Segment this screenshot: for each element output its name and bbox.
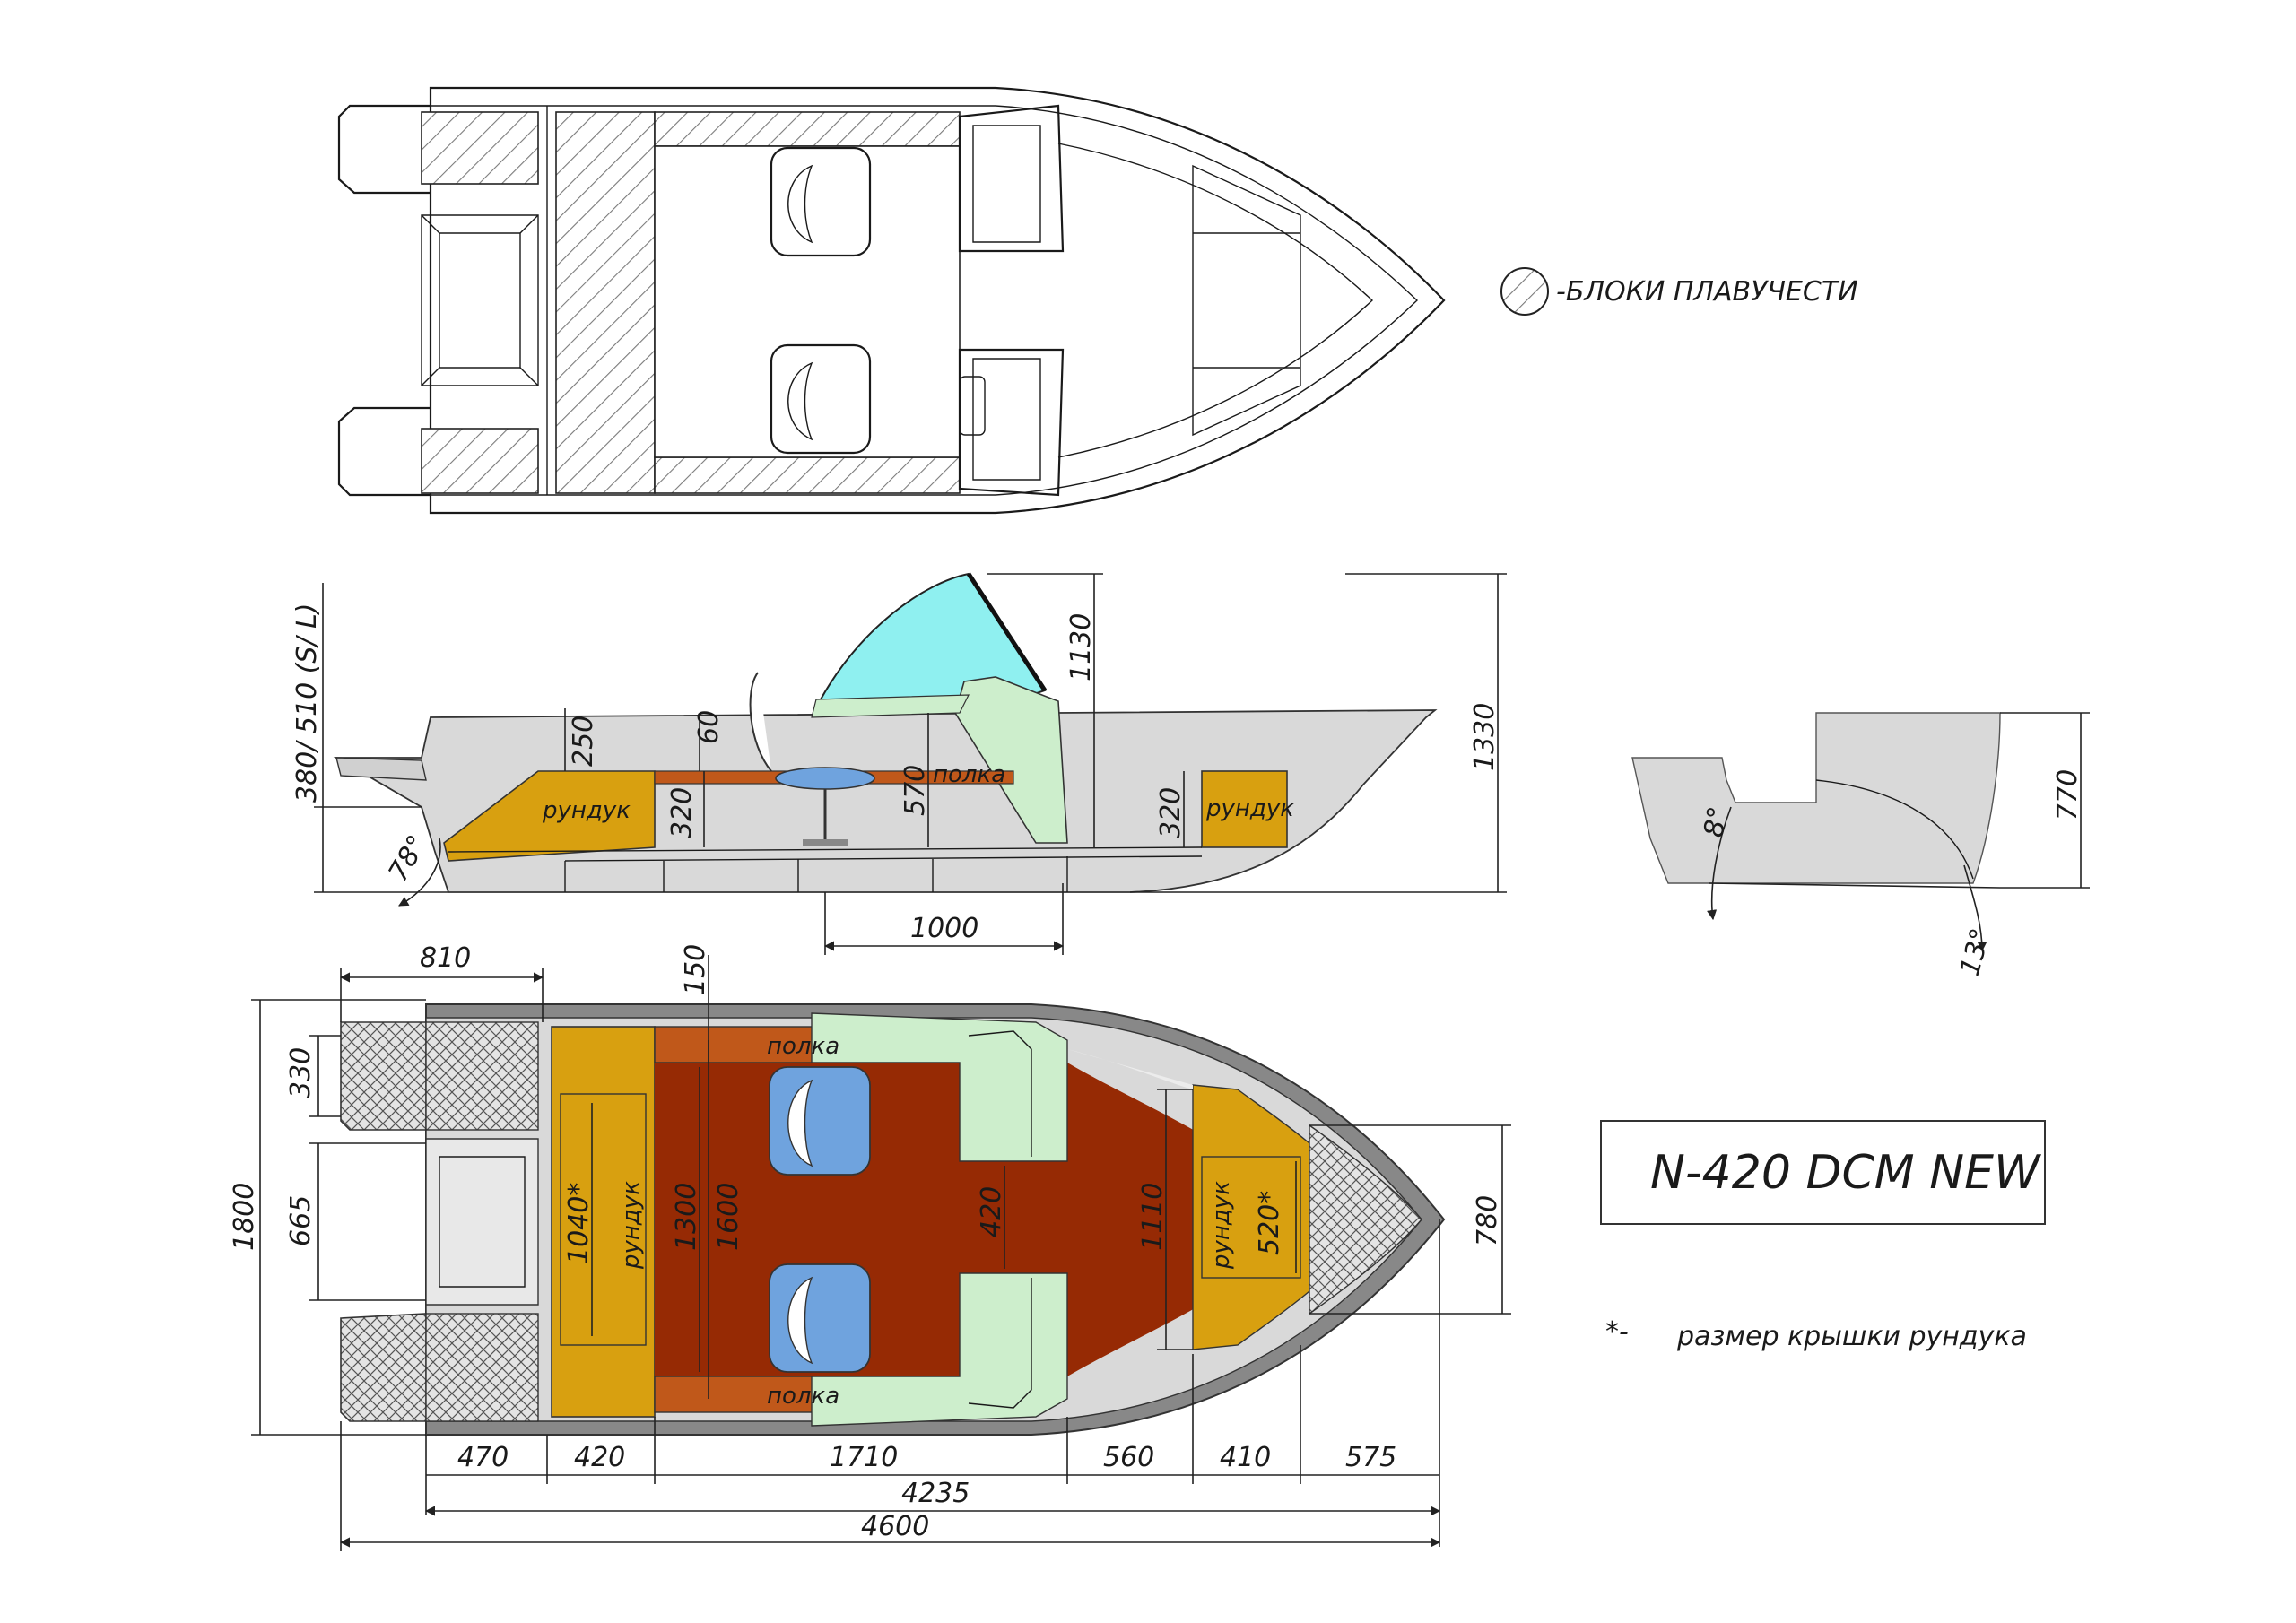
dim-250: 250 — [568, 716, 599, 767]
bow-locker-label: рундук — [1208, 1181, 1235, 1270]
angle-8: 8° — [1698, 804, 1734, 840]
shelf-label-bottom: полка — [767, 1383, 839, 1410]
dim-575: 575 — [1345, 1442, 1396, 1473]
dim-1000: 1000 — [910, 913, 978, 944]
dim-4600: 4600 — [861, 1511, 929, 1542]
dim-320a: 320 — [666, 787, 698, 838]
dim-410: 410 — [1220, 1442, 1271, 1473]
model-name: N-420 DCM NEW — [1650, 1146, 2042, 1200]
dim-520: 520* — [1254, 1191, 1285, 1255]
aft-locker-label: рундук — [618, 1181, 645, 1270]
dim-780: 780 — [1472, 1195, 1503, 1246]
dim-1330: 1330 — [1469, 703, 1500, 771]
dim-1800: 1800 — [229, 1183, 260, 1251]
note-marker: *- — [1605, 1316, 1629, 1348]
dim-570: 570 — [900, 765, 931, 816]
note: *- размер крышки рундука — [1605, 1316, 2027, 1352]
dim-1040: 1040* — [563, 1183, 595, 1264]
dim-60: 60 — [693, 710, 725, 744]
angle-13: 13° — [1954, 925, 1997, 979]
angle-78: 78° — [383, 829, 434, 887]
side-view: 380/ 510 (S/ L) 250 60 320 570 1130 320 … — [291, 572, 1507, 955]
dim-320b: 320 — [1155, 787, 1187, 838]
dim-4235: 4235 — [901, 1478, 970, 1509]
dim-770: 770 — [2052, 769, 2083, 820]
hatch-legend-icon — [1500, 267, 1549, 316]
side-locker-label-2: рундук — [1205, 795, 1294, 822]
dim-1600: 1600 — [713, 1183, 744, 1251]
section-view: 8° 13° 770 — [1631, 712, 2090, 979]
dim-560: 560 — [1103, 1442, 1154, 1473]
dim-150: 150 — [680, 944, 711, 995]
dim-420-mid: 420 — [976, 1186, 1007, 1237]
dim-810: 810 — [420, 942, 471, 974]
dim-420: 420 — [574, 1442, 625, 1473]
note-text: размер крышки рундука — [1676, 1321, 2027, 1352]
dim-470: 470 — [457, 1442, 509, 1473]
legend: -БЛОКИ ПЛАВУЧЕСТИ — [1500, 267, 1858, 316]
dim-330: 330 — [285, 1047, 317, 1098]
dim-1710: 1710 — [830, 1442, 898, 1473]
dim-380-510: 380/ 510 (S/ L) — [291, 603, 323, 803]
shelf-label-top: полка — [767, 1033, 839, 1060]
legend-label: -БЛОКИ ПЛАВУЧЕСТИ — [1556, 276, 1858, 308]
side-locker-label-1: рундук — [542, 797, 631, 824]
dim-1130: 1130 — [1065, 613, 1097, 681]
top-view — [337, 86, 1446, 515]
dim-1110: 1110 — [1137, 1183, 1169, 1251]
dim-1300: 1300 — [671, 1183, 702, 1251]
side-shelf-label: полка — [933, 761, 1005, 788]
dim-665: 665 — [285, 1195, 317, 1246]
layout-view: 810 150 330 665 1800 1040* рундук 1300 1… — [229, 942, 1511, 1551]
model-title-box: N-420 DCM NEW — [1600, 1120, 2046, 1225]
